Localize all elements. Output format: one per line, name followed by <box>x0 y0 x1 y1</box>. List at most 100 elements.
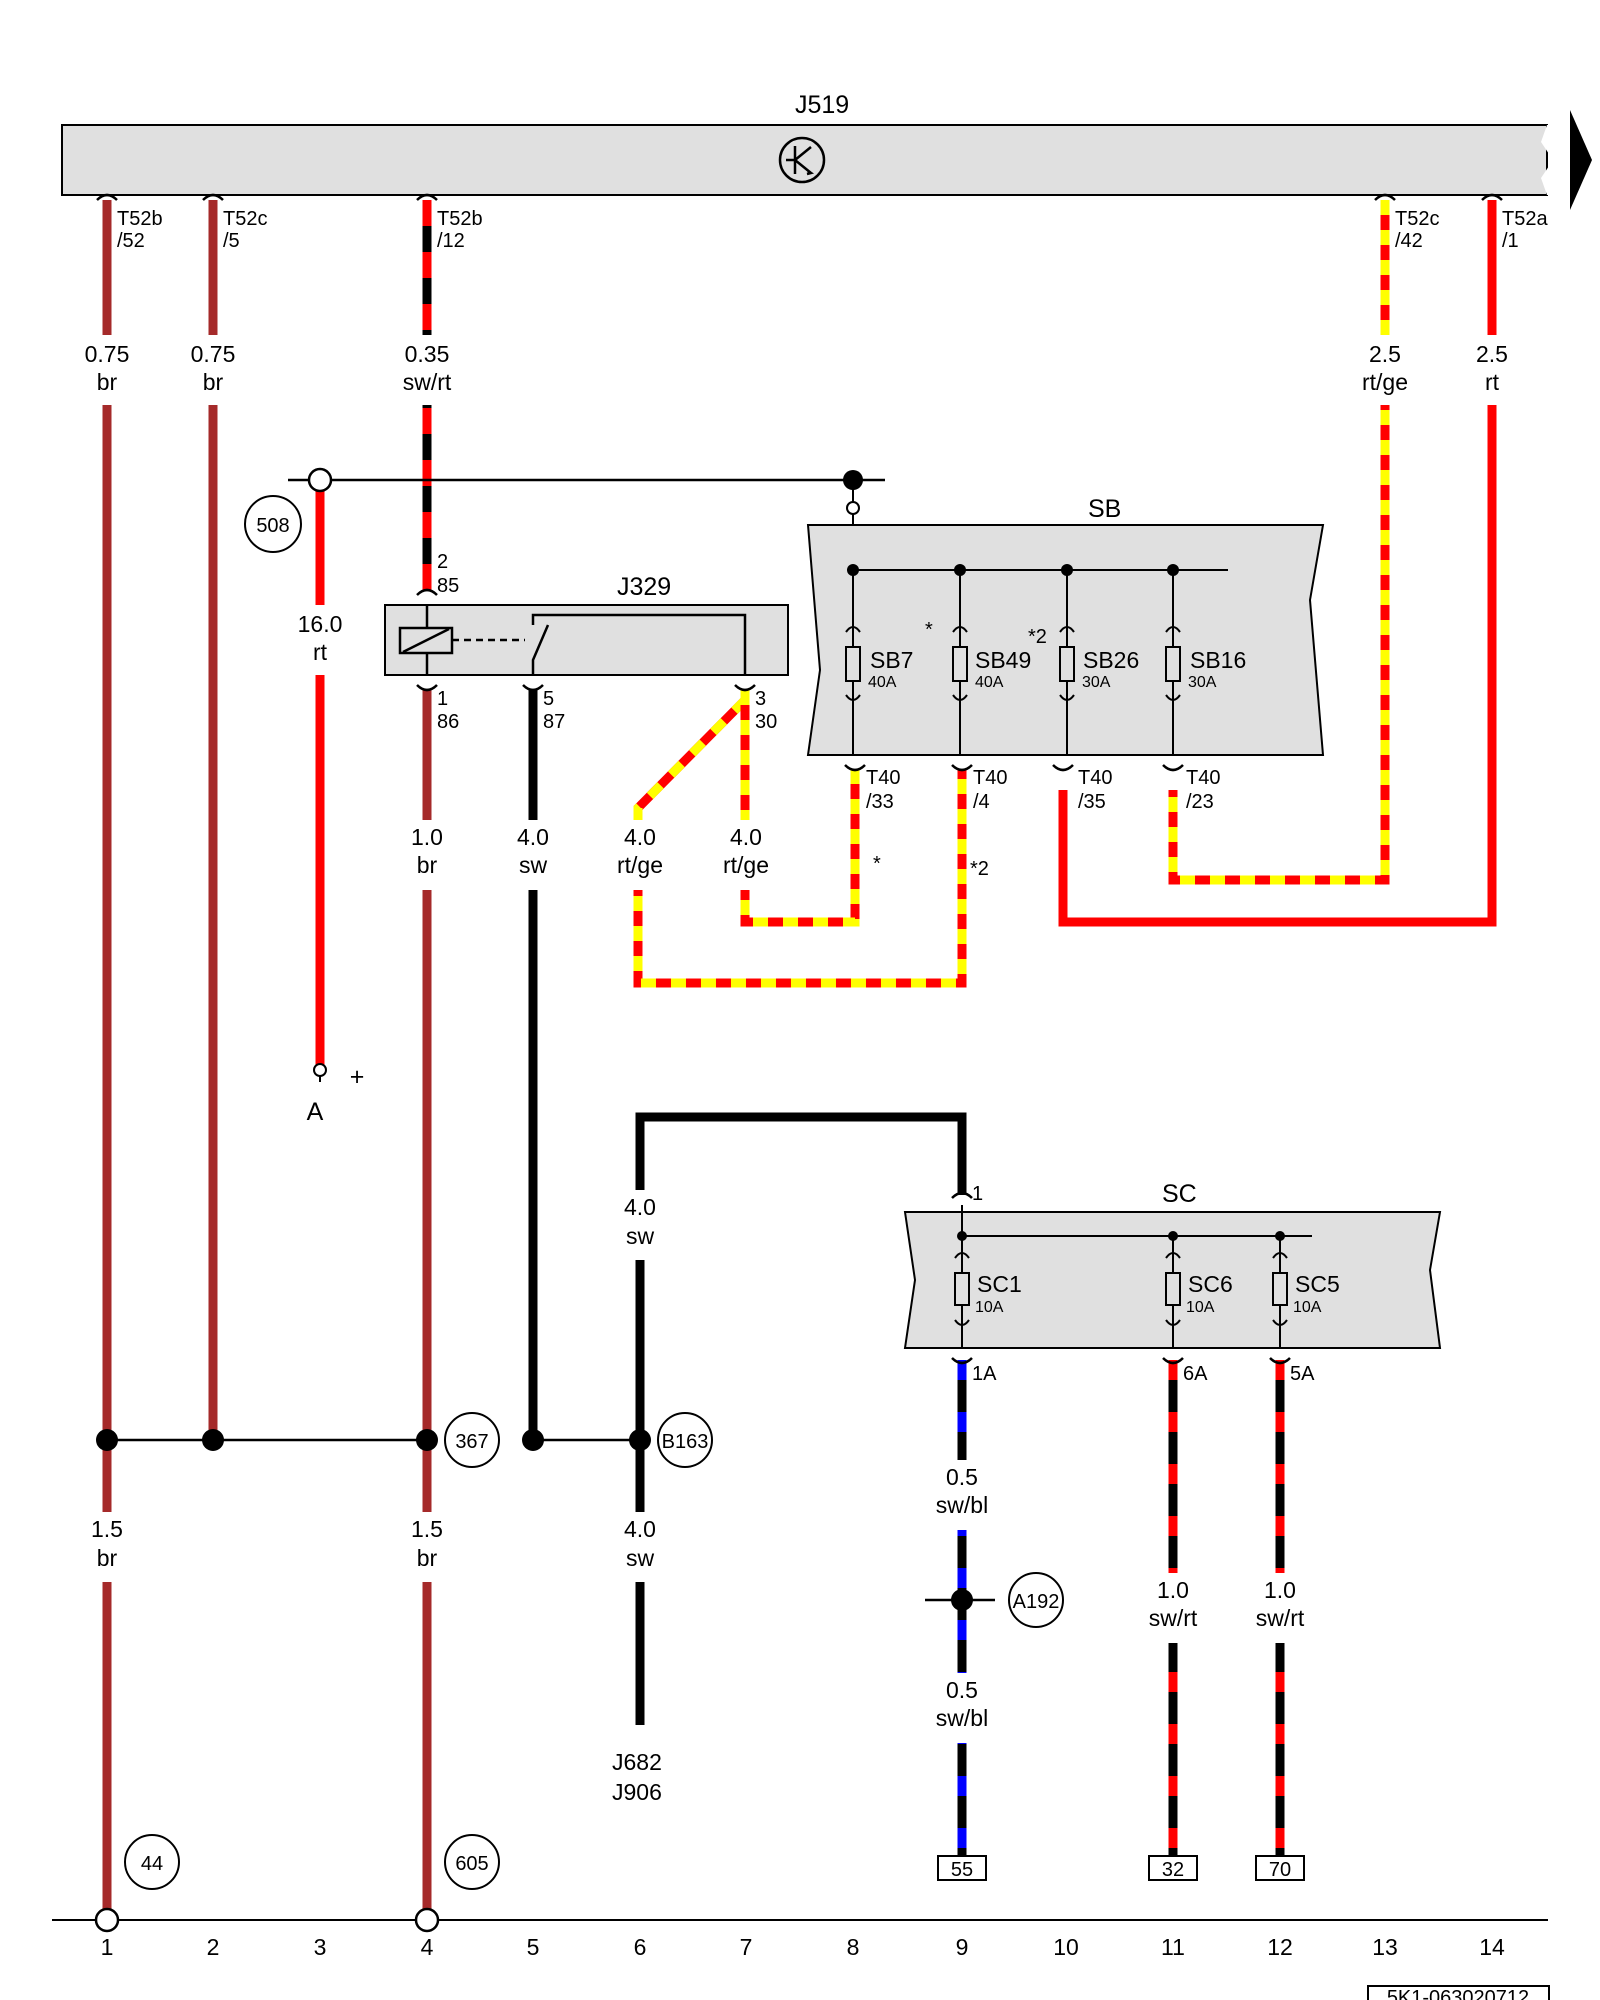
svg-text:44: 44 <box>141 1853 163 1875</box>
continuation-70: 70 <box>1255 1855 1305 1881</box>
conn-t40-33-name: T40 <box>866 767 900 789</box>
fuse-box-sc: SC SC1 10A SC6 10A SC5 10A <box>903 1180 1442 1349</box>
conn-t40-33-pin: /33 <box>866 791 894 813</box>
wire-color-w13: br <box>417 1545 438 1571</box>
column-number: 14 <box>1479 1934 1505 1960</box>
module-label-j906: J906 <box>612 1779 662 1805</box>
module-label-j682: J682 <box>612 1749 662 1775</box>
relay-pin-3: 3 <box>755 688 766 710</box>
conn-t52b-12-pin: /12 <box>437 230 465 252</box>
note-star-wire: * <box>873 853 881 875</box>
fuse-name: SB7 <box>870 647 913 673</box>
conn-t52c-5-pin: /5 <box>223 230 240 252</box>
continuation-32: 32 <box>1148 1855 1198 1881</box>
fuse-icon <box>952 646 968 682</box>
fuse-rating: 10A <box>1293 1299 1322 1316</box>
relay-pin-5: 5 <box>543 688 554 710</box>
junction-a192-dot <box>951 1589 973 1611</box>
fuse-icon <box>1059 646 1075 682</box>
diagram-id: 5K1-063020712 <box>1387 1987 1529 2000</box>
wire-color-w3: sw/rt <box>403 369 452 395</box>
fuse-box-sb: SB SB7 40A SB49 40A SB <box>806 495 1325 756</box>
ground-point-605: 605 <box>444 1834 500 1890</box>
wire-size-w15: 0.5 <box>946 1464 978 1490</box>
j519-pins <box>96 193 1503 201</box>
wire-color-w4: rt/ge <box>1362 369 1408 395</box>
fuse-sc6: SC6 10A <box>1165 1252 1233 1326</box>
relay-pin-85: 85 <box>437 575 459 597</box>
wire-color-w9: rt/ge <box>617 852 663 878</box>
wire-color-w1: br <box>97 369 118 395</box>
relay-switch-icon <box>531 613 747 675</box>
relay-pin-87: 87 <box>543 711 565 733</box>
svg-text:70: 70 <box>1269 1859 1291 1881</box>
fuse-name: SC5 <box>1295 1271 1340 1297</box>
note-star-sb49: * <box>925 619 933 641</box>
wire-size-w7: 1.0 <box>411 824 443 850</box>
ground-point-367: 367 <box>444 1412 500 1468</box>
fuse-icon <box>1165 1272 1181 1306</box>
fuse-rating: 40A <box>868 674 897 691</box>
relay-j329: J329 2 85 1 86 5 87 3 30 <box>384 551 789 733</box>
wire-color-w5: rt <box>1485 369 1500 395</box>
electronic-module-icon <box>778 136 826 184</box>
conn-t40-4-pin: /4 <box>973 791 990 813</box>
column-number: 1 <box>101 1934 114 1960</box>
ground-point-44: 44 <box>124 1834 180 1890</box>
wire-size-w11: 4.0 <box>624 1194 656 1220</box>
column-number: 6 <box>634 1934 647 1960</box>
wire-color-w2: br <box>203 369 224 395</box>
wire-size-w17: 1.0 <box>1157 1577 1189 1603</box>
wire-relay30-sb49 <box>633 696 967 988</box>
wire-size-w9: 4.0 <box>624 824 656 850</box>
fuse-sc5: SC5 10A <box>1272 1252 1340 1326</box>
module-j519: J519 <box>61 91 1592 210</box>
fuse-sb26: SB26 30A <box>1059 626 1139 701</box>
wire-size-w10: 4.0 <box>730 824 762 850</box>
relay-pin-2: 2 <box>437 551 448 573</box>
relay-pin-86: 86 <box>437 711 459 733</box>
fuse-rating: 30A <box>1082 674 1111 691</box>
wire-size-w4: 2.5 <box>1369 341 1401 367</box>
wire-color-w17: sw/rt <box>1149 1605 1198 1631</box>
conn-t40-23-name: T40 <box>1186 767 1220 789</box>
fuse-name: SB49 <box>975 647 1031 673</box>
conn-t52b-52-pin: /52 <box>117 230 145 252</box>
fuse-sb49: SB49 40A <box>952 626 1031 701</box>
wire-color-w7: br <box>417 852 438 878</box>
conn-t52a-1-name: T52a <box>1502 208 1548 230</box>
fuse-name: SB16 <box>1190 647 1246 673</box>
sc-pins <box>951 1191 1291 1365</box>
conn-t52b-52-name: T52b <box>117 208 163 230</box>
conn-t52c-42-pin: /42 <box>1395 230 1423 252</box>
fuse-rating: 10A <box>975 1299 1004 1316</box>
fuse-rating: 30A <box>1188 674 1217 691</box>
column-number: 9 <box>956 1934 969 1960</box>
wire-size-w12: 1.5 <box>91 1516 123 1542</box>
terminal-a: A + <box>307 1063 365 1126</box>
conn-t52a-1-pin: /1 <box>1502 230 1519 252</box>
column-number: 10 <box>1053 1934 1079 1960</box>
column-number: 12 <box>1267 1934 1293 1960</box>
conn-t52c-42-name: T52c <box>1395 208 1439 230</box>
column-number: 7 <box>740 1934 753 1960</box>
wire-size-w2: 0.75 <box>191 341 236 367</box>
fuse-name: SC1 <box>977 1271 1022 1297</box>
note-star2-sb26: *2 <box>1028 626 1047 648</box>
wire-color-w16: sw/bl <box>936 1705 988 1731</box>
column-number: 13 <box>1372 1934 1398 1960</box>
wire-size-w3: 0.35 <box>405 341 450 367</box>
svg-text:32: 32 <box>1162 1859 1184 1881</box>
relay-pin-30: 30 <box>755 711 777 733</box>
module-label-sb: SB <box>1088 495 1121 523</box>
fuse-sb16: SB16 30A <box>1165 626 1246 701</box>
wire-size-w1: 0.75 <box>85 341 130 367</box>
ground-point-a192: A192 <box>1008 1572 1064 1628</box>
wire-size-w8: 4.0 <box>517 824 549 850</box>
wire-size-w16: 0.5 <box>946 1677 978 1703</box>
terminal-a-label: A <box>307 1098 324 1126</box>
terminal-a-polarity: + <box>350 1063 365 1091</box>
conn-t40-35-name: T40 <box>1078 767 1112 789</box>
continuation-arrow-icon <box>1570 110 1592 210</box>
